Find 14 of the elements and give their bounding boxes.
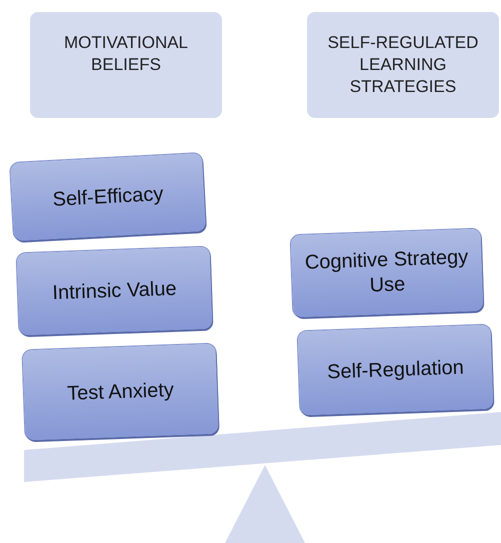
node-label: Self-Regulation: [326, 355, 464, 385]
node-label: Cognitive Strategy Use: [304, 245, 470, 299]
factor-block: [16, 246, 212, 336]
node-label: Intrinsic Value: [52, 276, 177, 306]
category-header-box: [307, 12, 499, 118]
category-header-box: [30, 12, 222, 118]
factor-block: [10, 153, 206, 241]
factor-block: [298, 324, 494, 416]
node-label: Test Anxiety: [66, 378, 174, 406]
factor-block: [22, 344, 218, 440]
node-label: SELF-REGULATED LEARNING STRATEGIES: [326, 32, 480, 98]
node-label: Self-Efficacy: [52, 182, 164, 212]
node-label: MOTIVATIONAL BELIEFS: [62, 32, 190, 76]
factor-block: [290, 228, 484, 318]
